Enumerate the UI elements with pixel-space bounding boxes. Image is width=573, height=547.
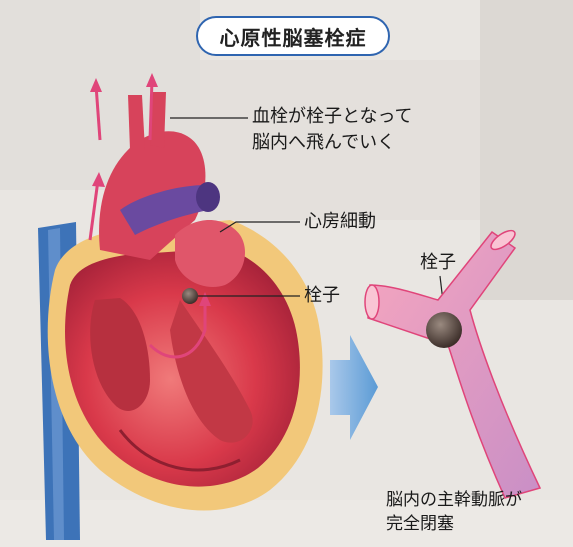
embolus-in-heart [182,288,198,304]
label-atrial-fibrillation: 心房細動 [304,210,376,234]
label-occlusion-1: 脳内の主幹動脈が [386,488,522,512]
transition-arrow [330,335,378,440]
label-embolus-travel-1: 血栓が栓子となって [252,105,413,129]
label-embolus-heart: 栓子 [304,284,340,308]
diagram-title: 心原性脳塞栓症 [196,16,390,56]
label-occlusion-2: 完全閉塞 [386,512,454,536]
label-embolus-travel-2: 脳内へ飛んでいく [252,131,395,155]
embolus-in-vessel [426,312,462,348]
label-embolus-vessel: 栓子 [420,251,456,275]
